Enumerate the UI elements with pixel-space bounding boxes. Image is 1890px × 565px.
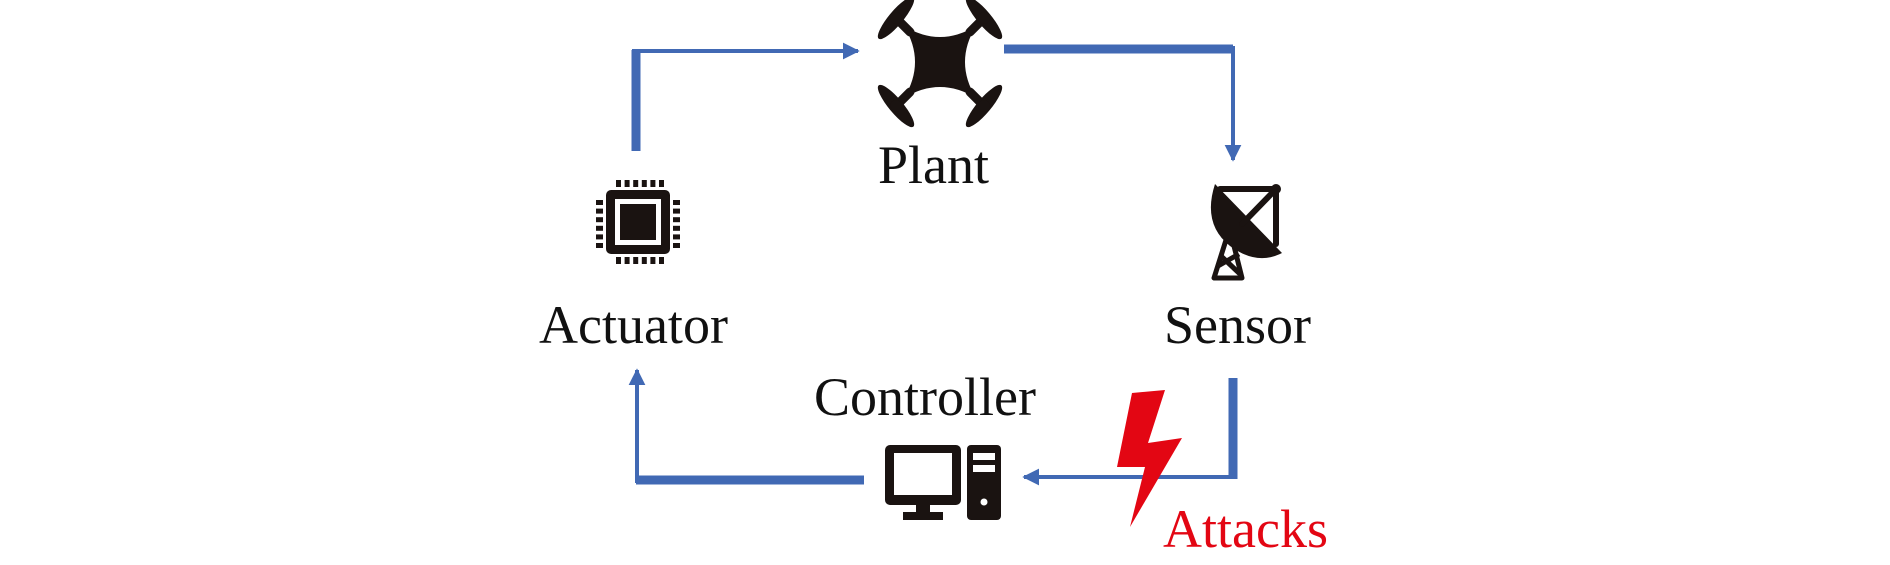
chip-pin	[596, 225, 603, 231]
edge-sensor-to-controller	[1022, 378, 1238, 486]
chip-pin	[616, 180, 621, 187]
node-label-plant: Plant	[878, 135, 990, 195]
edge-actuator-to-plant	[631, 42, 860, 151]
lightning-bolt-icon	[1117, 390, 1182, 527]
chip-pin	[616, 257, 621, 264]
chip-pin	[624, 257, 630, 264]
node-label-controller: Controller	[814, 367, 1036, 427]
chip-pin	[673, 225, 680, 231]
chip-pin	[650, 180, 656, 187]
chip-pin	[673, 217, 680, 223]
chip-pin	[673, 243, 680, 248]
node-label-sensor: Sensor	[1164, 295, 1311, 355]
microchip-icon	[596, 180, 680, 264]
drone-icon	[877, 0, 1003, 128]
chip-pin	[596, 200, 603, 205]
chip-pin	[633, 180, 639, 187]
chip-pin	[596, 217, 603, 223]
chip-pin	[641, 180, 647, 187]
chip-pin	[673, 234, 680, 240]
chip-pin	[659, 180, 664, 187]
chip-pin	[596, 208, 603, 214]
chip-pin	[641, 257, 647, 264]
chip-pin	[624, 180, 630, 187]
chip-pin	[673, 208, 680, 214]
chip-pin	[633, 257, 639, 264]
chip-pin	[650, 257, 656, 264]
edge-plant-to-sensor	[1004, 44, 1242, 162]
attack-label: Attacks	[1163, 499, 1328, 559]
chip-pin	[596, 243, 603, 248]
chip-pin	[596, 234, 603, 240]
edge-controller-to-actuator	[628, 368, 864, 485]
chip-pin	[659, 257, 664, 264]
satellite-dish-icon	[1210, 184, 1282, 281]
node-label-actuator: Actuator	[539, 295, 728, 355]
desktop-computer-icon	[885, 445, 1001, 520]
chip-pin	[673, 200, 680, 205]
